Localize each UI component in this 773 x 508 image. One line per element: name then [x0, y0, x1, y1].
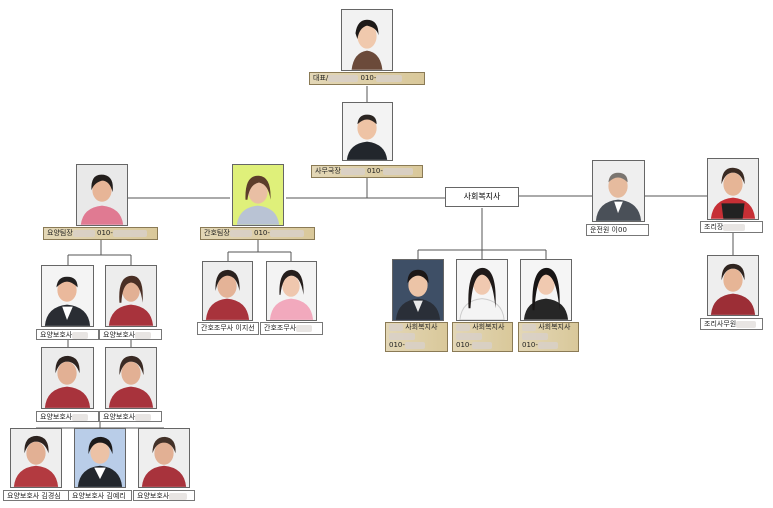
cook-assistant-photo	[707, 255, 759, 316]
social-worker-2-label: 사회복지사 010-	[452, 322, 513, 352]
nurse-aide-2-label: 간호조무사	[260, 322, 323, 335]
caregiver-7-label: 요양보호사	[133, 490, 195, 501]
cook-lead-label: 조리장	[700, 221, 763, 233]
social-worker-2-photo	[456, 259, 508, 321]
nurse-aide-1-photo	[202, 261, 253, 321]
caregiver-1-photo	[41, 265, 94, 327]
caregiver-6-label: 요양보호사 김예리	[68, 490, 132, 501]
cook-assistant-label: 조리사무원	[700, 318, 763, 330]
caregiver-2-photo	[105, 265, 157, 327]
social-worker-1-label: 사회복지사 010-	[385, 322, 448, 352]
caregiver-4-label: 요양보호사	[99, 411, 162, 422]
caregiver-6-photo	[74, 428, 126, 488]
social-worker-1-photo	[392, 259, 444, 321]
social-worker-3-label: 사회복지사 010-	[518, 322, 579, 352]
nurse-team-lead-photo	[232, 164, 284, 226]
cook-lead-photo	[707, 158, 759, 220]
director-photo	[341, 9, 393, 71]
caregiver-3-label: 요양보호사	[36, 411, 99, 422]
caregiver-2-label: 요양보호사	[99, 329, 162, 340]
caregiver-4-photo	[105, 347, 157, 409]
clerk-photo	[592, 160, 645, 222]
caregiver-7-photo	[138, 428, 190, 488]
secretary-photo	[342, 102, 393, 161]
caregiver-5-label: 요양보호사 김경심	[3, 490, 69, 501]
caregiver-3-photo	[41, 347, 94, 409]
social-worker-3-photo	[520, 259, 572, 321]
secretary-label: 사무국장 010-	[311, 165, 423, 178]
caregiver-5-photo	[10, 428, 62, 488]
caregiver-1-label: 요양보호사	[36, 329, 99, 340]
care-team-lead-photo	[76, 164, 128, 226]
nurse-aide-2-photo	[266, 261, 317, 321]
nurse-team-lead-label: 간호팀장 010-	[200, 227, 315, 240]
care-team-lead-label: 요양팀장 010-	[43, 227, 158, 240]
clerk-label: 운전원 이00	[586, 224, 649, 236]
director-label: 대표/ 010-	[309, 72, 425, 85]
nurse-aide-1-label: 간호조무사 이지선	[197, 322, 259, 335]
social-worker-group-box: 사회복지사	[445, 187, 519, 207]
